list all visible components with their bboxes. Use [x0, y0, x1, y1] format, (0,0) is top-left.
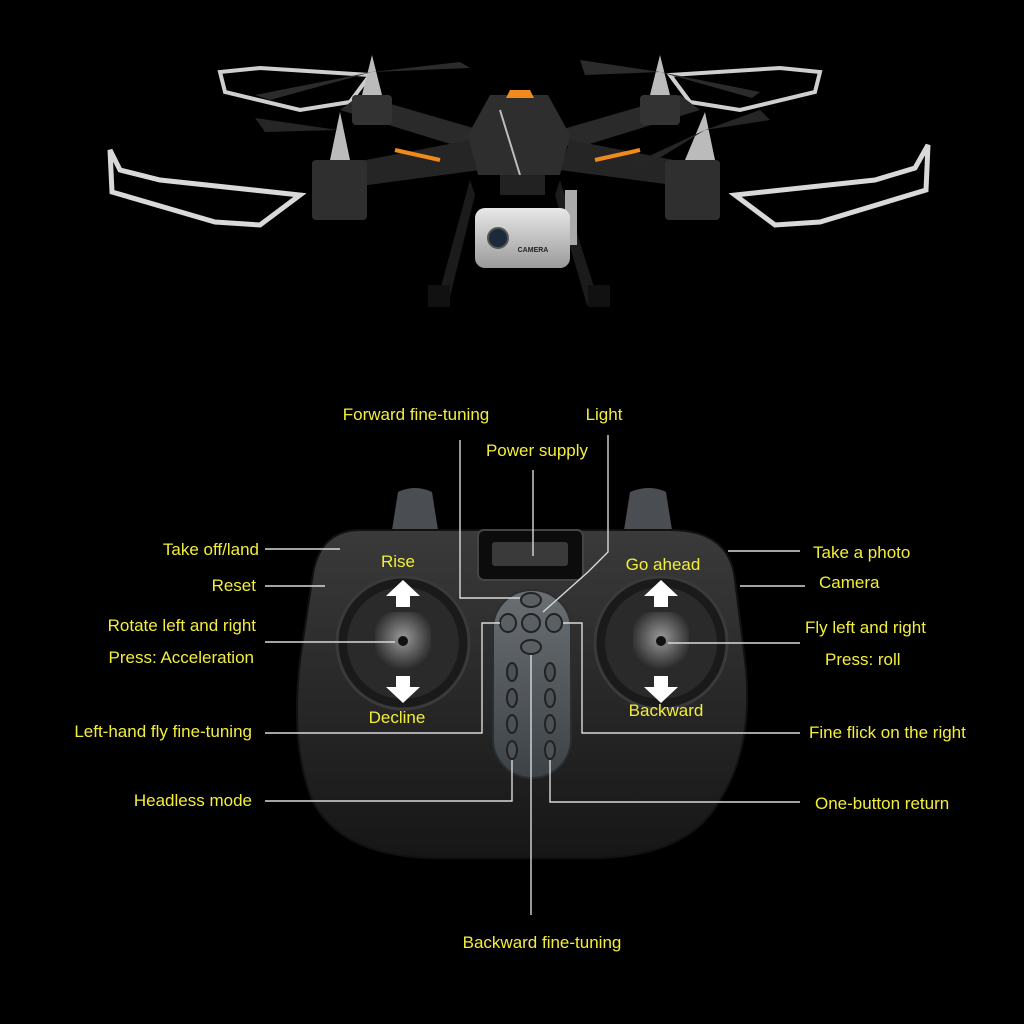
propeller-rear-right-a	[580, 60, 660, 75]
light-button[interactable]	[521, 613, 541, 633]
function-button[interactable]	[506, 662, 518, 682]
prop-guard-front-left	[107, 148, 307, 228]
propeller-rear-left-b	[372, 62, 470, 72]
label-rotate: Rotate left and right	[107, 616, 256, 635]
label-left-hand-fine-tuning: Left-hand fly fine-tuning	[74, 722, 252, 741]
function-button[interactable]	[544, 688, 556, 708]
function-button[interactable]	[544, 714, 556, 734]
up-arrow-icon	[644, 580, 678, 607]
right-trim-button[interactable]	[545, 613, 563, 633]
left-joystick[interactable]	[335, 575, 471, 711]
label-power-supply: Power supply	[485, 441, 589, 460]
shoulder-button-right	[624, 488, 672, 530]
prop-guard-rear-right	[666, 65, 823, 113]
down-arrow-icon	[644, 676, 678, 703]
leader-headless-mode	[265, 760, 513, 802]
arm-front-left	[330, 140, 480, 190]
function-button[interactable]	[506, 714, 518, 734]
function-button[interactable]	[506, 688, 518, 708]
label-headless-mode: Headless mode	[133, 791, 252, 810]
lcd-display	[492, 542, 568, 566]
right-joystick[interactable]	[593, 575, 729, 711]
label-forward-fine-tuning: Forward fine-tuning	[342, 405, 490, 424]
left-trim-button[interactable]	[499, 613, 517, 633]
leader-lines	[265, 435, 805, 915]
camera-housing-text: CAMERA	[518, 247, 549, 254]
leader-fine-flick-right	[563, 622, 800, 734]
one-button-return-button[interactable]	[544, 740, 556, 760]
gimbal-mount	[500, 175, 545, 195]
leader-one-button-return	[549, 760, 800, 803]
propeller-front-right-a	[705, 110, 770, 130]
landing-leg-left	[430, 180, 475, 305]
camera-housing	[475, 208, 570, 268]
motor-rear-left	[352, 55, 392, 125]
accent-stripe-left	[394, 148, 441, 162]
label-backward-fine-tuning: Backward fine-tuning	[462, 933, 622, 952]
leader-forward-fine-tuning	[459, 440, 520, 599]
label-go-ahead: Go ahead	[625, 555, 701, 574]
motor-rear-right	[640, 55, 680, 125]
headless-mode-button[interactable]	[506, 740, 518, 760]
label-fine-flick-right: Fine flick on the right	[809, 723, 966, 742]
label-press-acceleration: Press: Acceleration	[108, 648, 254, 667]
label-backward: Backward	[628, 701, 704, 720]
label-take-a-photo: Take a photo	[813, 543, 911, 562]
backward-trim-button[interactable]	[520, 639, 542, 655]
label-one-button-return: One-button return	[815, 794, 950, 813]
propeller-rear-right-b	[660, 72, 760, 98]
motor-front-left	[312, 112, 367, 220]
drone-top-light	[506, 90, 534, 98]
label-fly-left-right: Fly left and right	[805, 618, 926, 637]
prop-guard-front-right	[728, 143, 931, 228]
camera-lens-icon	[487, 227, 509, 249]
leader-light	[542, 435, 609, 613]
label-take-off-land: Take off/land	[162, 540, 259, 559]
propeller-front-right-b	[630, 130, 705, 170]
shoulder-button-left	[392, 488, 438, 530]
label-light: Light	[585, 405, 623, 424]
motor-front-right	[665, 112, 720, 220]
forward-trim-button[interactable]	[520, 592, 542, 608]
accent-stripe-right	[594, 148, 641, 162]
function-button-grid	[506, 662, 556, 760]
down-arrow-icon	[386, 676, 420, 703]
prop-guard-rear-left	[217, 65, 374, 113]
remote-controller	[295, 488, 749, 859]
body-highlight	[499, 109, 521, 176]
label-reset: Reset	[211, 576, 256, 595]
drone-illustration: CAMERA	[107, 55, 931, 307]
label-decline: Decline	[368, 708, 426, 727]
function-button[interactable]	[544, 662, 556, 682]
label-press-roll: Press: roll	[825, 650, 901, 669]
drone-body	[468, 95, 570, 175]
propeller-rear-left-a	[255, 72, 372, 100]
up-arrow-icon	[386, 580, 420, 607]
label-rise: Rise	[380, 552, 416, 571]
landing-foot-left	[428, 285, 450, 307]
label-camera: Camera	[819, 573, 880, 592]
leader-left-hand-fine-tuning	[265, 622, 500, 734]
propeller-front-left-a	[255, 118, 338, 132]
landing-foot-right	[588, 285, 610, 307]
